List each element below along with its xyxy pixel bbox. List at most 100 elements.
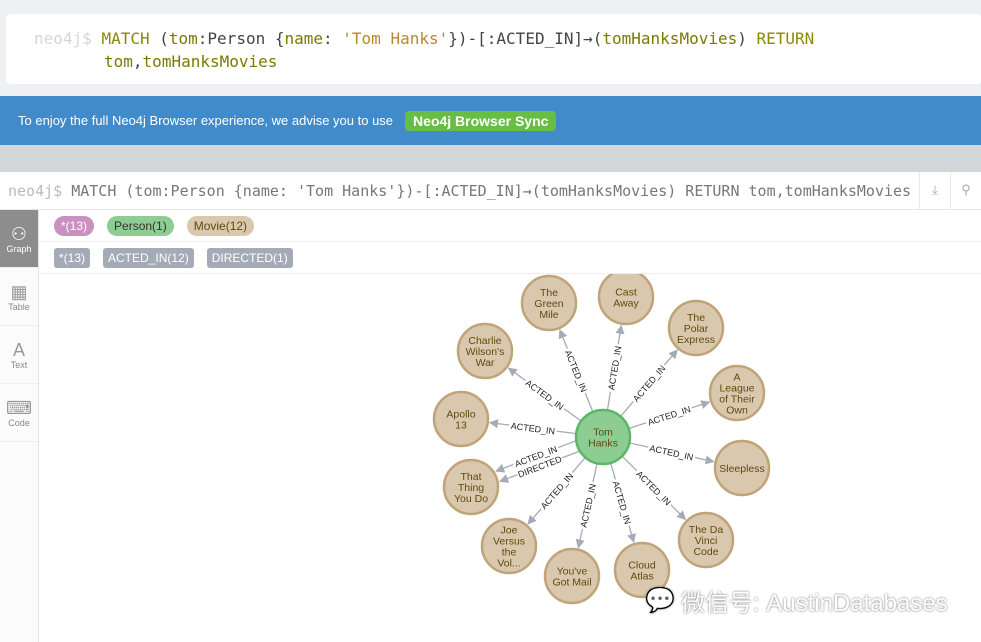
divider: [0, 145, 981, 172]
watermark-text: 微信号: AustinDatabases: [680, 590, 948, 617]
code: tom: [168, 29, 198, 48]
edge-label-bg: [633, 467, 675, 509]
code: tomHanksMovies: [142, 52, 278, 71]
rel-all[interactable]: *(13): [54, 247, 91, 268]
movie-node: [543, 547, 601, 605]
relationship-types: *(13) ACTED_IN(12) DIRECTED(1): [39, 242, 981, 274]
text-icon: A: [12, 339, 25, 360]
edge-label: ACTED_IN: [634, 469, 673, 508]
edge-label-bg: [647, 442, 697, 463]
edge-label-bg: [508, 420, 558, 437]
edge-label-bg: [605, 343, 624, 393]
movie-node: [708, 364, 766, 422]
edge-label: ACTED_IN: [646, 404, 691, 427]
prompt: neo4j$: [34, 29, 92, 48]
label-person[interactable]: Person(1): [107, 215, 174, 236]
code: (: [149, 29, 169, 48]
graph-icon: ⚇: [10, 223, 28, 244]
label: Code: [8, 417, 30, 428]
edge-label: ACTED_IN: [563, 349, 589, 394]
view-table[interactable]: ▦Table: [0, 268, 38, 326]
movie-node: [613, 541, 671, 599]
result-frame: neo4j$ MATCH (tom:Person {name: 'Tom Han…: [0, 171, 981, 642]
edge-label-bg: [537, 469, 577, 513]
edge-label-bg: [515, 453, 564, 480]
code: name: [284, 29, 324, 48]
node-labels: *(13) Person(1) Movie(12): [39, 210, 981, 242]
download-icon[interactable]: ⤓: [919, 171, 950, 210]
edge-label-bg: [511, 442, 561, 470]
query-text: MATCH (tom:Person {name: 'Tom Hanks'})-[…: [71, 181, 912, 200]
movie-node: [480, 517, 538, 575]
label: Graph: [6, 243, 32, 254]
rel-directed[interactable]: DIRECTED(1): [206, 247, 293, 268]
movie-node: [456, 322, 514, 380]
label: Table: [8, 301, 30, 312]
edge-label: ACTED_IN: [611, 480, 633, 526]
movie-node: [713, 439, 771, 497]
view-code[interactable]: ⌨Code: [0, 384, 38, 442]
code: :: [323, 29, 343, 48]
edge-label: ACTED_IN: [606, 345, 623, 391]
edge-label: ACTED_IN: [510, 421, 555, 437]
movie-node: [442, 458, 500, 516]
keyword: RETURN: [756, 29, 815, 48]
code: :Person {: [197, 29, 285, 48]
keyword: MATCH: [101, 29, 150, 48]
code: tom: [104, 52, 133, 71]
view-graph[interactable]: ⚇Graph: [0, 210, 38, 268]
edge-label-bg: [629, 361, 669, 405]
edge-label: ACTED_IN: [539, 471, 576, 511]
frame-query[interactable]: neo4j$ MATCH (tom:Person {name: 'Tom Han…: [8, 182, 919, 200]
pin-icon[interactable]: ⚲: [950, 171, 981, 210]
rel-acted-in[interactable]: ACTED_IN(12): [103, 247, 194, 268]
sync-banner: To enjoy the full Neo4j Browser experien…: [0, 96, 981, 145]
prompt: neo4j$: [8, 181, 63, 200]
movie-node: [667, 299, 725, 357]
movie-node: [677, 511, 735, 569]
table-icon: ▦: [10, 281, 28, 302]
movie-node: [432, 390, 490, 448]
edge-label: ACTED_IN: [631, 363, 668, 403]
code: ): [737, 29, 757, 48]
code: tomHanksMovies: [602, 29, 738, 48]
label-movie[interactable]: Movie(12): [186, 215, 255, 236]
code: 'Tom Hanks': [342, 29, 449, 48]
query-editor[interactable]: neo4j$ MATCH (tom:Person {name: 'Tom Han…: [6, 14, 981, 84]
code: ,: [132, 52, 143, 71]
person-node: [574, 408, 632, 466]
edge-label-bg: [610, 478, 634, 527]
code-icon: ⌨: [6, 397, 32, 418]
movie-node-label: Sleepless: [719, 463, 765, 475]
edge-label: ACTED_IN: [578, 483, 597, 529]
watermark: 💬微信号: AustinDatabases: [645, 583, 948, 618]
code: })-[:ACTED_IN]→(: [448, 29, 603, 48]
edge-label-bg: [577, 481, 598, 531]
label-all[interactable]: *(13): [54, 215, 95, 236]
frame-header: neo4j$ MATCH (tom:Person {name: 'Tom Han…: [0, 171, 981, 210]
edge-label-bg: [562, 346, 590, 396]
label: Text: [10, 359, 28, 370]
edge-label: ACTED_IN: [524, 378, 566, 412]
banner-text: To enjoy the full Neo4j Browser experien…: [18, 113, 394, 128]
movie-node: [520, 274, 578, 332]
edge-label-bg: [644, 403, 694, 428]
edge-label-bg: [522, 376, 568, 413]
browser-sync-button[interactable]: Neo4j Browser Sync: [405, 110, 557, 131]
movie-node: [597, 274, 655, 326]
